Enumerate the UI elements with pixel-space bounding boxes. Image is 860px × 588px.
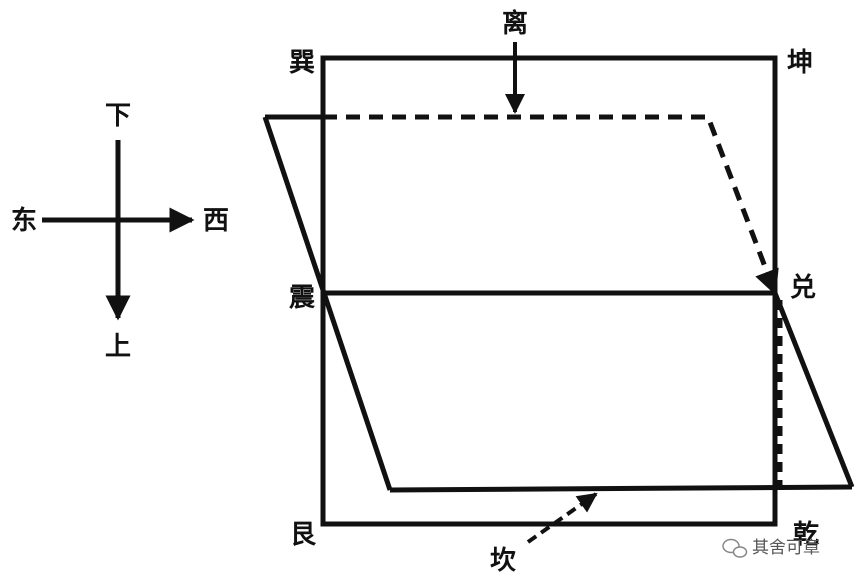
para-dashed-top [323, 114, 779, 296]
label-xun: 巽 [289, 48, 315, 78]
label-li: 离 [502, 8, 528, 39]
kan-pointer-arrow [526, 492, 598, 544]
compass-label-right: 西 [203, 206, 229, 236]
para-left-edge [262, 116, 393, 491]
trigram-labels: 巽 离 坤 震 兑 艮 坎 乾 [289, 8, 819, 576]
para-bottom-edge [389, 484, 853, 493]
watermark-text: 其舍可章 [752, 538, 820, 558]
para-right-edge [772, 292, 855, 488]
compass-label-left: 东 [11, 205, 37, 236]
label-gen: 艮 [290, 520, 317, 550]
label-kun: 坤 [787, 48, 813, 78]
watermark: 其舍可章 [722, 538, 820, 558]
parallelogram [262, 114, 855, 493]
compass-label-down: 上 [105, 332, 131, 362]
label-kan: 坎 [490, 546, 516, 576]
label-dui: 兑 [790, 273, 816, 303]
compass-label-up: 下 [105, 101, 131, 131]
wechat-icon [722, 538, 748, 558]
compass: 下 上 东 西 [11, 101, 229, 362]
label-zhen: 震 [289, 283, 316, 313]
label-qian: 乾 [793, 520, 819, 550]
main-rectangle [320, 55, 778, 527]
